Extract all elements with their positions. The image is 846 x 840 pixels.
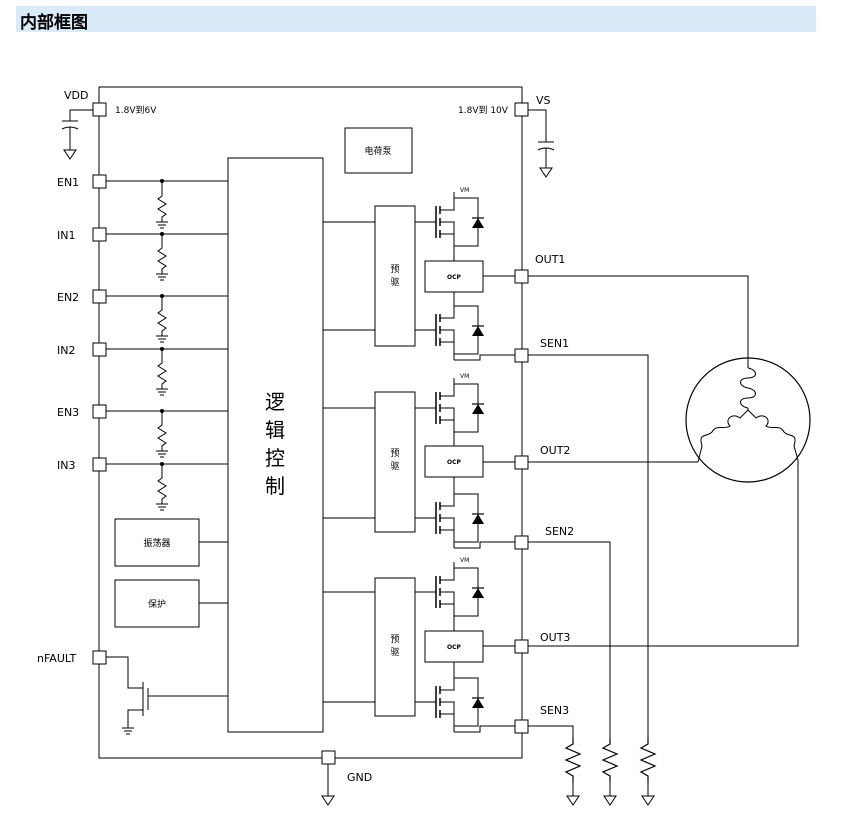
svg-text:驱: 驱 [390, 277, 399, 288]
logic-char: 辑 [265, 418, 285, 442]
out3-label: OUT3 [540, 631, 570, 644]
vdd-range: 1.8V到6V [115, 104, 157, 116]
input-pin-en1: EN1 [57, 174, 228, 229]
out2-pin [514, 455, 529, 470]
protection-label: 保护 [148, 598, 166, 610]
out1-pin [514, 269, 529, 284]
svg-text:OCP: OCP [447, 274, 462, 281]
oscillator-label: 振荡器 [143, 537, 170, 549]
motor-symbol [685, 357, 811, 483]
svg-text:IN3: IN3 [57, 459, 75, 472]
logic-char: 制 [265, 474, 285, 498]
vdd-pin [92, 102, 107, 117]
gnd-pin [321, 750, 336, 765]
sen2-pin [514, 535, 529, 550]
out3-pin [514, 639, 529, 654]
logic-block [227, 157, 324, 733]
svg-text:EN1: EN1 [57, 176, 79, 189]
input-pin-in1: IN1 [57, 227, 228, 281]
svg-text:IN2: IN2 [57, 344, 75, 357]
vs-pin [514, 102, 529, 117]
svg-text:预: 预 [390, 264, 399, 275]
svg-text:EN3: EN3 [57, 406, 79, 419]
svg-text:EN2: EN2 [57, 291, 79, 304]
nfault-pin [92, 650, 107, 665]
charge-pump-label: 电荷泵 [364, 145, 391, 157]
section-title: 内部框图 [20, 13, 88, 33]
input-pin-in2: IN2 [57, 342, 228, 396]
out1-label: OUT1 [535, 253, 565, 266]
svg-text:IN1: IN1 [57, 229, 75, 242]
svg-text:驱: 驱 [390, 647, 399, 658]
input-pin-in3: IN3 [57, 457, 228, 511]
svg-text:VM: VM [460, 373, 469, 380]
svg-text:预: 预 [390, 448, 399, 459]
section-header: 内部框图 [16, 6, 816, 33]
vs-label: VS [536, 94, 551, 107]
svg-text:预: 预 [390, 634, 399, 645]
sen2-label: SEN2 [545, 525, 574, 538]
nfault-label: nFAULT [37, 652, 76, 665]
vs-range: 1.8V到 10V [458, 104, 509, 116]
svg-text:VM: VM [460, 557, 469, 564]
sen1-label: SEN1 [540, 337, 569, 350]
vdd-label: VDD [64, 89, 88, 102]
input-pin-en3: EN3 [57, 404, 228, 458]
svg-text:OCP: OCP [447, 459, 462, 466]
gnd-label: GND [347, 771, 372, 784]
charge-pump-block [344, 127, 413, 174]
phase-1-driver: 预 驱 VM OCP [374, 187, 515, 361]
logic-char: 控 [265, 446, 285, 470]
svg-text:OCP: OCP [447, 644, 462, 651]
sen1-pin [514, 348, 529, 363]
out2-label: OUT2 [540, 444, 570, 457]
phase-3-driver: 预 驱 VM OCP [374, 557, 515, 733]
input-pin-en2: EN2 [57, 289, 228, 343]
phase-2-driver: 预 驱 VM OCP [374, 373, 515, 549]
sen3-label: SEN3 [540, 704, 569, 717]
svg-text:驱: 驱 [390, 461, 399, 472]
sen3-pin [514, 719, 529, 734]
logic-char: 逻 [265, 390, 285, 414]
chip-outline [98, 86, 523, 759]
svg-text:VM: VM [460, 187, 469, 194]
